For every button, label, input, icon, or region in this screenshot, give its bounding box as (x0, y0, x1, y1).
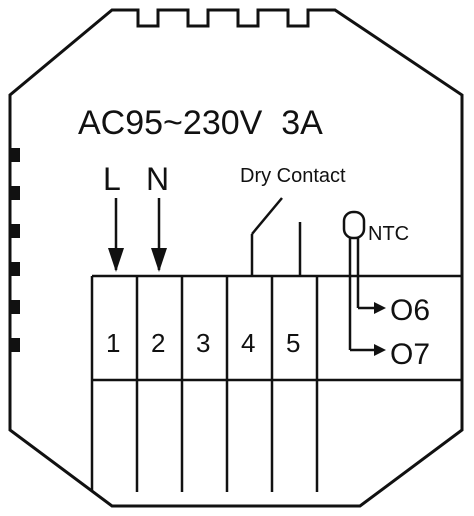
output-arrow-o7 (350, 344, 386, 356)
terminal-block (90, 274, 462, 492)
output-arrow-o6 (358, 302, 386, 314)
housing-outline (8, 8, 464, 508)
terminal-number: 5 (286, 328, 300, 358)
terminal-number: 4 (241, 328, 255, 358)
ntc-label: NTC (368, 223, 409, 245)
terminal-number: 1 (106, 328, 120, 358)
voltage-rating-label: AC95~230V 3A (78, 104, 323, 142)
neutral-label: N (146, 161, 169, 197)
ntc-sensor (342, 210, 366, 350)
terminal-number: 2 (151, 328, 165, 358)
line-arrow (108, 198, 124, 272)
output-label-o7: O7 (390, 338, 430, 371)
dry-contact-label: Dry Contact (240, 165, 346, 187)
line-label: L (103, 161, 121, 197)
dry-contact-switch (250, 197, 302, 276)
left-side-notches (10, 148, 20, 352)
neutral-arrow (151, 198, 167, 272)
terminal-number: 3 (196, 328, 210, 358)
output-label-o6: O6 (390, 294, 430, 327)
